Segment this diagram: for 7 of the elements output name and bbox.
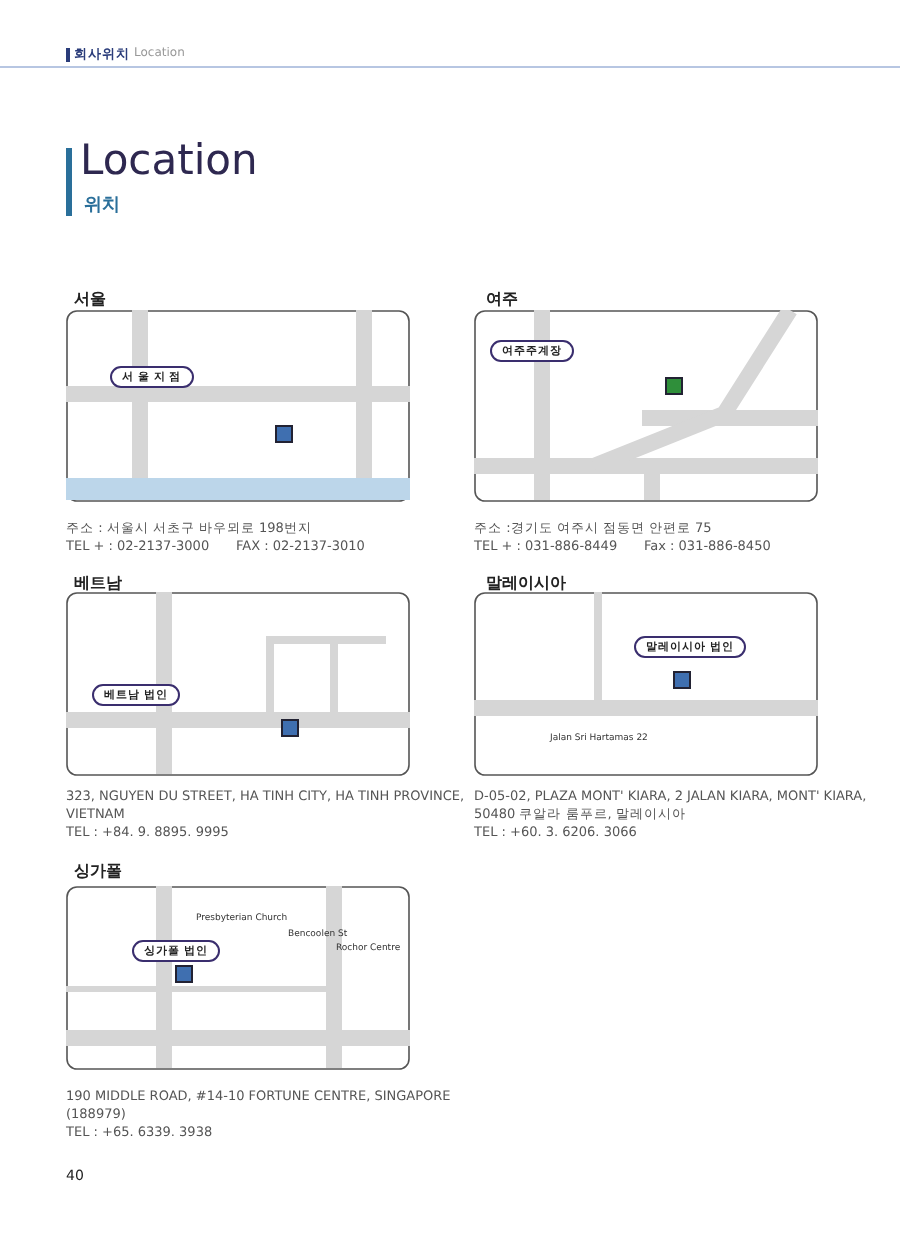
section-heading: 여주: [486, 288, 518, 310]
section-heading: 말레이시아: [486, 572, 566, 594]
section-heading: 싱가폴: [74, 860, 122, 882]
section-heading: 서울: [74, 288, 106, 310]
page-title: Location: [80, 136, 258, 184]
section-heading: 베트남: [74, 572, 122, 594]
subtitle: 위치: [84, 194, 120, 218]
